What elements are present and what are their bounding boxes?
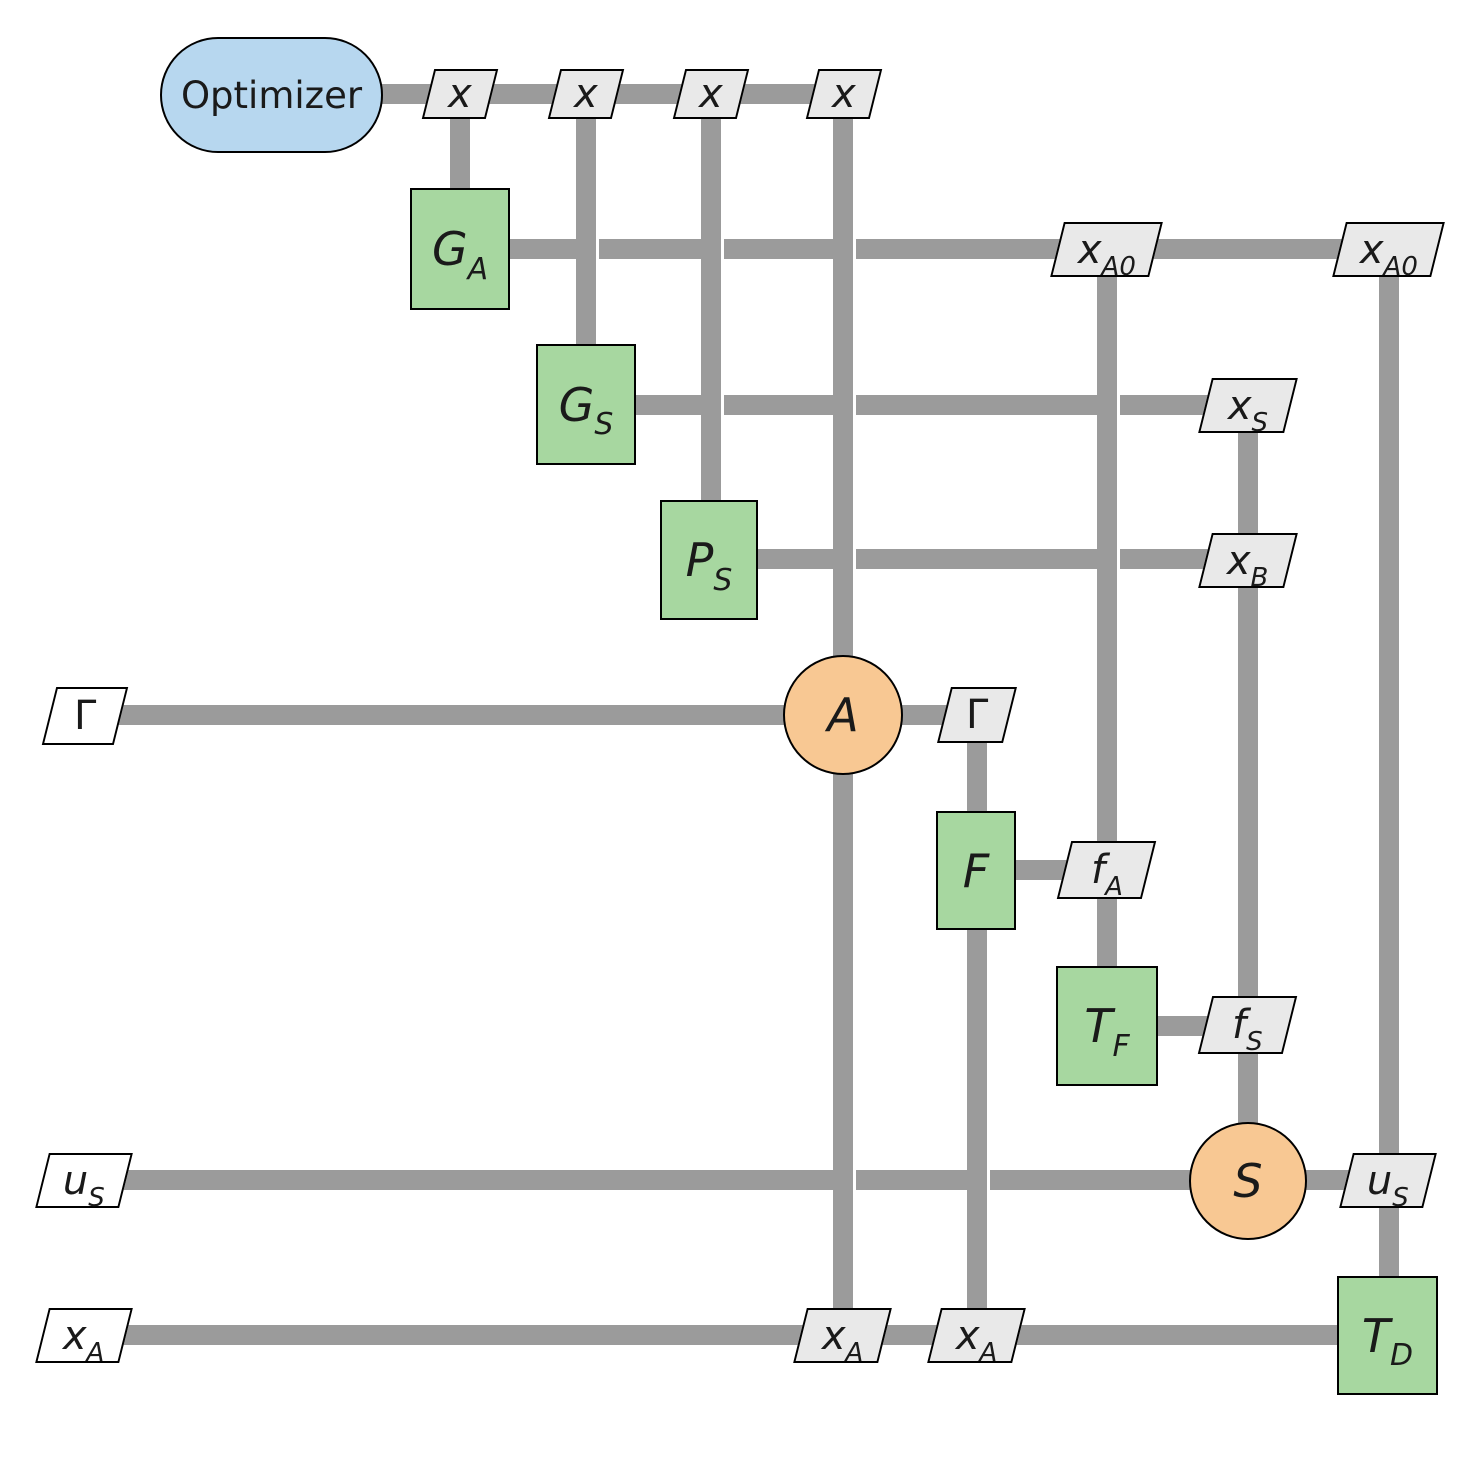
- label-gamma-left: Γ: [41, 687, 129, 745]
- label-x-2: x: [547, 69, 625, 119]
- node-label: TD: [1361, 1308, 1414, 1374]
- edge-xa0-to-td: [1379, 249, 1399, 1335]
- label-x-3: x: [672, 69, 750, 119]
- edge-f-to-xa: [967, 870, 987, 1335]
- edge-xs-to-xb: [1238, 405, 1258, 560]
- edge-xa-to-td: [84, 1325, 1390, 1345]
- label-x-a-mid-1: xA: [793, 1308, 892, 1368]
- edge-ga-to-xa0: [460, 239, 1388, 259]
- node-f: F: [936, 811, 1016, 930]
- label-text: x: [448, 71, 472, 117]
- label-text: Γ: [965, 692, 989, 738]
- edge-gs-to-xs: [586, 395, 1248, 415]
- label-x-a-left: xA: [35, 1308, 133, 1368]
- edge-gamma-through-a: [85, 705, 977, 725]
- label-text: xA: [821, 1312, 864, 1368]
- label-text: xA: [955, 1312, 998, 1368]
- edge-a-to-xa: [833, 715, 853, 1335]
- node-a-circle: A: [783, 655, 903, 775]
- label-f-a: fA: [1056, 841, 1157, 903]
- label-text: x: [832, 71, 856, 117]
- label-x-s: xS: [1198, 378, 1298, 438]
- edge-ps-to-xb: [709, 549, 1248, 569]
- edge-x2-to-gs: [576, 94, 596, 400]
- label-text: xB: [1227, 537, 1269, 593]
- label-x-b: xB: [1198, 533, 1298, 593]
- node-label: F: [962, 843, 990, 898]
- node-label: S: [1233, 1154, 1263, 1208]
- label-text: x: [574, 71, 598, 117]
- label-text: xA0: [1077, 226, 1136, 282]
- label-text: fA: [1090, 847, 1123, 903]
- edge-x3-to-ps: [701, 94, 721, 560]
- label-x-1: x: [421, 69, 499, 119]
- edge-x4-to-a: [833, 94, 853, 715]
- edge-us-through-s: [84, 1170, 1388, 1190]
- node-s-circle: S: [1189, 1122, 1307, 1240]
- label-f-s: fS: [1197, 996, 1298, 1058]
- label-text: xA: [63, 1312, 105, 1368]
- label-text: xS: [1227, 382, 1269, 438]
- label-u-s-right: uS: [1339, 1153, 1437, 1213]
- optimizer-node: Optimizer: [160, 37, 383, 153]
- label-text: Γ: [73, 693, 97, 739]
- label-text: x: [699, 71, 723, 117]
- edge-xa0-to-fa: [1097, 249, 1117, 870]
- node-p-s: PS: [660, 500, 758, 620]
- optimizer-label: Optimizer: [180, 73, 363, 117]
- node-label: A: [827, 688, 859, 742]
- label-text: fS: [1232, 1002, 1263, 1058]
- label-x-a0-left: xA0: [1050, 222, 1163, 282]
- label-x-a0-right: xA0: [1332, 222, 1445, 282]
- node-label: GA: [431, 222, 489, 287]
- node-label: PS: [685, 533, 733, 598]
- label-gamma-right: Γ: [937, 687, 1017, 743]
- node-label: GS: [558, 377, 614, 443]
- label-x-a-mid-2: xA: [927, 1308, 1026, 1368]
- node-g-s: GS: [536, 344, 636, 465]
- label-text: uS: [1367, 1157, 1409, 1213]
- node-g-a: GA: [410, 188, 510, 310]
- label-u-s-left: uS: [35, 1153, 133, 1213]
- node-label: TF: [1084, 999, 1130, 1064]
- label-text: xA0: [1359, 226, 1418, 282]
- node-t-d: TD: [1337, 1276, 1438, 1395]
- label-x-4: x: [805, 69, 883, 119]
- edge-xb-to-fs: [1238, 560, 1258, 1025]
- label-text: uS: [63, 1157, 105, 1213]
- node-t-f: TF: [1056, 966, 1158, 1086]
